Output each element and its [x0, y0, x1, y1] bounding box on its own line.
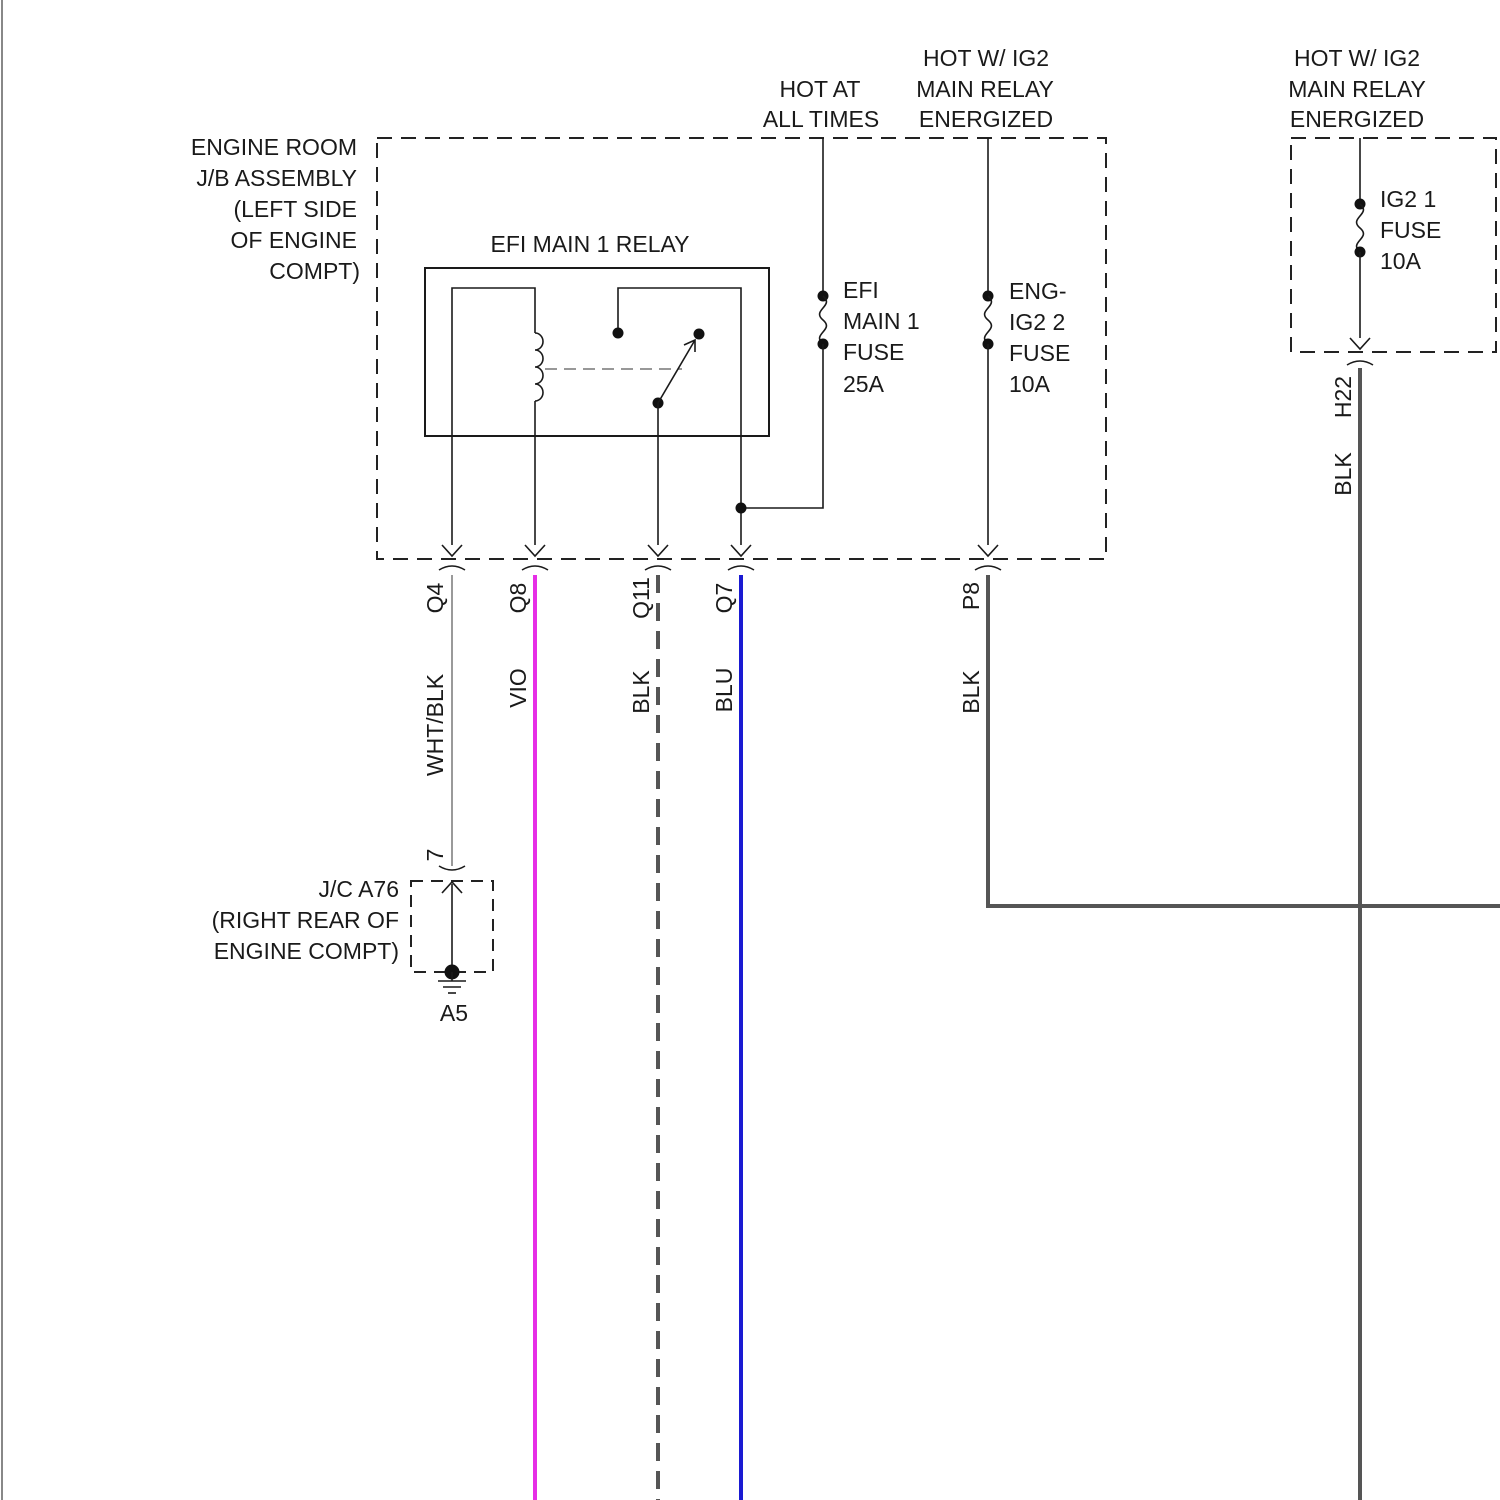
fuse-label-line: MAIN 1	[843, 308, 920, 334]
eng-ig2-fuse-icon	[985, 296, 992, 344]
engine-room-jb-label-line: ENGINE ROOM	[191, 134, 357, 160]
jc-label-line: J/C A76	[318, 876, 399, 902]
junction-dot	[736, 503, 747, 514]
pin-label-q8: Q8	[505, 583, 531, 614]
ground-label-a5: A5	[440, 1000, 468, 1026]
efi-main-fuse-wire	[741, 344, 823, 508]
ig2-1-fuse-label: IG2 1 FUSE 10A	[1380, 186, 1441, 274]
hot-label-line: HOT W/ IG2	[1294, 45, 1420, 71]
relay-switch-arm	[658, 340, 695, 403]
connector-pin-q7	[728, 545, 754, 570]
connector-pin-q8	[522, 545, 548, 570]
wire-color-p8: BLK	[958, 670, 984, 714]
efi-main-relay-label: EFI MAIN 1 RELAY	[491, 231, 690, 257]
pin-label-q11: Q11	[628, 577, 654, 619]
switch-contact-dot	[694, 329, 705, 340]
switch-contact-dot	[613, 328, 624, 339]
hot-label-line: HOT W/ IG2	[923, 45, 1049, 71]
efi-main-fuse-icon	[820, 296, 827, 344]
pin-label-h22: H22	[1330, 376, 1356, 418]
pin-label-q4: Q4	[422, 582, 448, 613]
hot-ig2-label-left: HOT W/ IG2 MAIN RELAY ENERGIZED	[916, 45, 1054, 132]
wire-p8-blk	[988, 575, 1500, 906]
ig2-fuse-box-boundary	[1291, 138, 1496, 352]
relay-coil-icon	[535, 333, 543, 401]
engine-room-jb-label: ENGINE ROOM J/B ASSEMBLY (LEFT SIDE OF E…	[191, 134, 360, 284]
hot-label-line: HOT AT	[780, 76, 861, 102]
wire-color-q4: WHT/BLK	[422, 673, 448, 776]
pin-label-q7: Q7	[711, 583, 737, 614]
fuse-label-line: FUSE	[843, 339, 904, 365]
engine-room-jb-label-line: J/B ASSEMBLY	[196, 165, 357, 191]
wire-color-h22: BLK	[1330, 452, 1356, 496]
fuse-label-line: IG2 2	[1009, 309, 1065, 335]
relay-coil-wire	[452, 288, 535, 545]
engine-room-jb-label-line: COMPT)	[269, 258, 360, 284]
ig2-1-fuse-icon	[1357, 204, 1364, 252]
fuse-label-line: FUSE	[1380, 217, 1441, 243]
efi-main-relay-box	[425, 268, 769, 436]
fuse-label-line: FUSE	[1009, 340, 1070, 366]
jc-pin-7-label: 7	[422, 849, 448, 862]
connector-pin-q11	[645, 545, 671, 570]
fuse-label-line: 10A	[1009, 371, 1051, 397]
fuse-label-line: ENG-	[1009, 278, 1067, 304]
relay-switch-wire	[618, 288, 741, 545]
wire-color-q8: VIO	[505, 668, 531, 708]
ground-icon	[438, 972, 466, 993]
efi-main-fuse-label: EFI MAIN 1 FUSE 25A	[843, 277, 920, 397]
hot-ig2-label-right: HOT W/ IG2 MAIN RELAY ENERGIZED	[1288, 45, 1426, 132]
wire-color-q11: BLK	[628, 670, 654, 714]
hot-label-line: ENERGIZED	[919, 106, 1053, 132]
eng-ig2-fuse-label: ENG- IG2 2 FUSE 10A	[1009, 278, 1070, 397]
connector-pin-q4	[439, 545, 465, 570]
jc-label-line: ENGINE COMPT)	[214, 938, 399, 964]
hot-label-line: ALL TIMES	[763, 106, 879, 132]
hot-label-line: ENERGIZED	[1290, 106, 1424, 132]
hot-label-line: MAIN RELAY	[1288, 76, 1426, 102]
hot-label-line: MAIN RELAY	[916, 76, 1054, 102]
fuse-label-line: EFI	[843, 277, 879, 303]
fuse-label-line: 25A	[843, 371, 885, 397]
engine-room-jb-label-line: (LEFT SIDE	[233, 196, 357, 222]
connector-pin-p8	[975, 545, 1001, 570]
jc-label-line: (RIGHT REAR OF	[212, 907, 399, 933]
hot-at-all-times-label: HOT AT ALL TIMES	[763, 76, 879, 132]
wire-color-q7: BLU	[711, 668, 737, 713]
fuse-label-line: IG2 1	[1380, 186, 1436, 212]
pin-label-p8: P8	[958, 582, 984, 610]
fuse-label-line: 10A	[1380, 248, 1422, 274]
jc-a76-label: J/C A76 (RIGHT REAR OF ENGINE COMPT)	[212, 876, 399, 964]
engine-room-jb-label-line: OF ENGINE	[230, 227, 357, 253]
